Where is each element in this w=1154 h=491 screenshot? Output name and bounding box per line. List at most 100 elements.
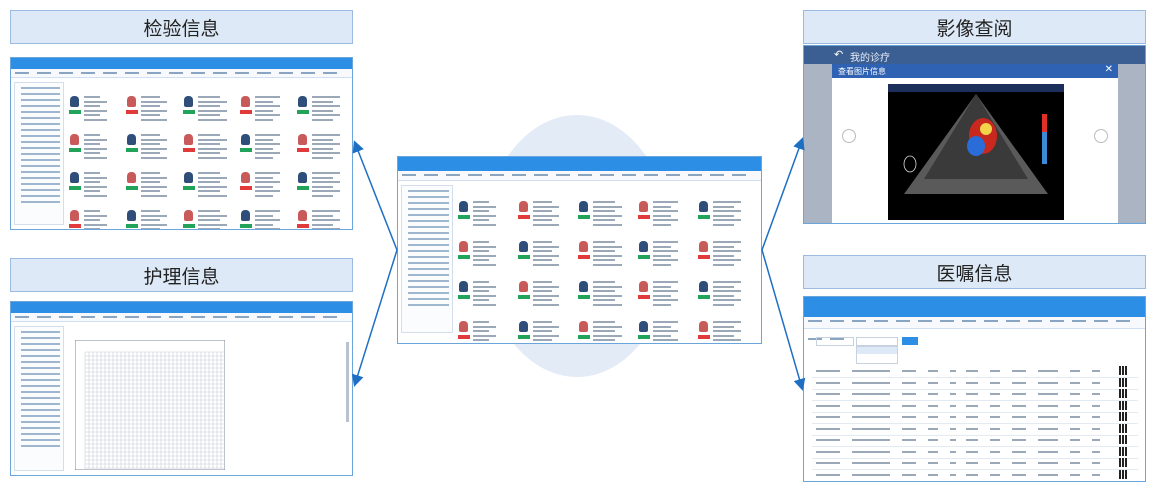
- qr-code-icon[interactable]: [1119, 435, 1128, 444]
- patient-card[interactable]: [181, 168, 229, 202]
- patient-card[interactable]: [124, 168, 172, 202]
- table-cell: [816, 439, 840, 441]
- qr-code-icon[interactable]: [1119, 366, 1128, 375]
- table-row[interactable]: [812, 377, 1138, 390]
- card-text-line: [533, 214, 559, 217]
- card-text-line: [312, 228, 340, 229]
- patient-card[interactable]: [67, 130, 115, 164]
- patient-card[interactable]: [576, 277, 624, 311]
- patient-card[interactable]: [295, 92, 343, 126]
- table-cell: [966, 439, 978, 441]
- table-row[interactable]: [812, 411, 1138, 424]
- patient-card[interactable]: [238, 206, 286, 229]
- card-text-line: [533, 259, 552, 261]
- patient-card[interactable]: [456, 237, 504, 271]
- card-text-line: [198, 194, 227, 197]
- patient-card[interactable]: [295, 168, 343, 202]
- patient-card[interactable]: [238, 130, 286, 164]
- status-tag: [578, 335, 590, 339]
- dropdown-menu[interactable]: [856, 346, 898, 364]
- patient-card[interactable]: [124, 130, 172, 164]
- patient-card[interactable]: [636, 317, 684, 343]
- patient-card[interactable]: [696, 277, 744, 311]
- patient-card[interactable]: [576, 237, 624, 271]
- status-tag: [183, 186, 195, 190]
- close-icon[interactable]: ✕: [1104, 64, 1113, 75]
- status-tag: [126, 148, 138, 152]
- patient-card[interactable]: [295, 130, 343, 164]
- patient-card[interactable]: [124, 92, 172, 126]
- card-text-line: [84, 147, 107, 150]
- qr-code-icon[interactable]: [1119, 412, 1128, 421]
- card-text-line: [533, 290, 552, 292]
- qr-code-icon[interactable]: [1119, 400, 1128, 410]
- patient-card[interactable]: [456, 197, 504, 231]
- table-cell: [902, 404, 916, 407]
- table-cell: [816, 473, 840, 476]
- qr-code-icon[interactable]: [1119, 377, 1128, 387]
- patient-card[interactable]: [696, 317, 744, 343]
- patient-card[interactable]: [696, 197, 744, 231]
- card-text-line: [198, 228, 220, 229]
- patient-card[interactable]: [124, 206, 172, 229]
- table-row[interactable]: [812, 457, 1138, 470]
- card-text-line: [84, 109, 107, 112]
- table-row[interactable]: [812, 388, 1138, 401]
- patient-card[interactable]: [576, 317, 624, 343]
- table-row[interactable]: [812, 365, 1138, 378]
- next-image-icon[interactable]: [1094, 129, 1108, 143]
- table-row[interactable]: [812, 469, 1138, 481]
- patient-card[interactable]: [238, 92, 286, 126]
- query-button[interactable]: [902, 337, 918, 345]
- patient-avatar-icon: [519, 281, 528, 292]
- card-text-line: [473, 330, 489, 332]
- patient-card[interactable]: [67, 168, 115, 202]
- prev-image-icon[interactable]: [842, 129, 856, 143]
- patient-card[interactable]: [516, 317, 564, 343]
- patient-card[interactable]: [636, 237, 684, 271]
- qr-code-icon[interactable]: [1119, 458, 1128, 467]
- table-row[interactable]: [812, 446, 1138, 459]
- table-row[interactable]: [812, 423, 1138, 436]
- patient-card[interactable]: [456, 317, 504, 343]
- patient-card[interactable]: [696, 237, 744, 271]
- card-text-line: [312, 214, 333, 217]
- qr-code-icon[interactable]: [1119, 446, 1128, 456]
- qr-code-icon[interactable]: [1119, 423, 1128, 433]
- table-row[interactable]: [812, 434, 1138, 447]
- card-text-line: [141, 176, 167, 179]
- card-text-line: [713, 259, 741, 261]
- qr-code-icon[interactable]: [1119, 389, 1128, 398]
- patient-card[interactable]: [181, 92, 229, 126]
- table-cell: [1038, 450, 1058, 453]
- back-icon[interactable]: ↶: [834, 49, 844, 61]
- patient-card[interactable]: [516, 237, 564, 271]
- table-cell: [1038, 404, 1058, 407]
- patient-card[interactable]: [67, 92, 115, 126]
- table-cell: [928, 404, 938, 407]
- patient-card[interactable]: [456, 277, 504, 311]
- table-cell: [816, 370, 840, 372]
- patient-avatar-icon: [241, 96, 250, 107]
- patient-card[interactable]: [181, 206, 229, 229]
- qr-code-icon[interactable]: [1119, 469, 1128, 479]
- patient-card[interactable]: [576, 197, 624, 231]
- patient-card[interactable]: [516, 197, 564, 231]
- card-text-line: [141, 100, 167, 103]
- card-text-line: [653, 290, 678, 292]
- table-cell: [1012, 439, 1026, 441]
- patient-card[interactable]: [516, 277, 564, 311]
- table-row[interactable]: [812, 400, 1138, 413]
- patient-card[interactable]: [181, 130, 229, 164]
- patient-avatar-icon: [241, 172, 250, 183]
- patient-card[interactable]: [67, 206, 115, 229]
- order-type-select[interactable]: [816, 337, 854, 346]
- patient-card[interactable]: [295, 206, 343, 229]
- patient-card[interactable]: [636, 197, 684, 231]
- patient-card[interactable]: [636, 277, 684, 311]
- card-text-line: [255, 223, 273, 226]
- card-text-line: [84, 114, 100, 116]
- scrollbar[interactable]: [346, 342, 349, 422]
- patient-card[interactable]: [238, 168, 286, 202]
- order-filter-select[interactable]: [856, 337, 898, 346]
